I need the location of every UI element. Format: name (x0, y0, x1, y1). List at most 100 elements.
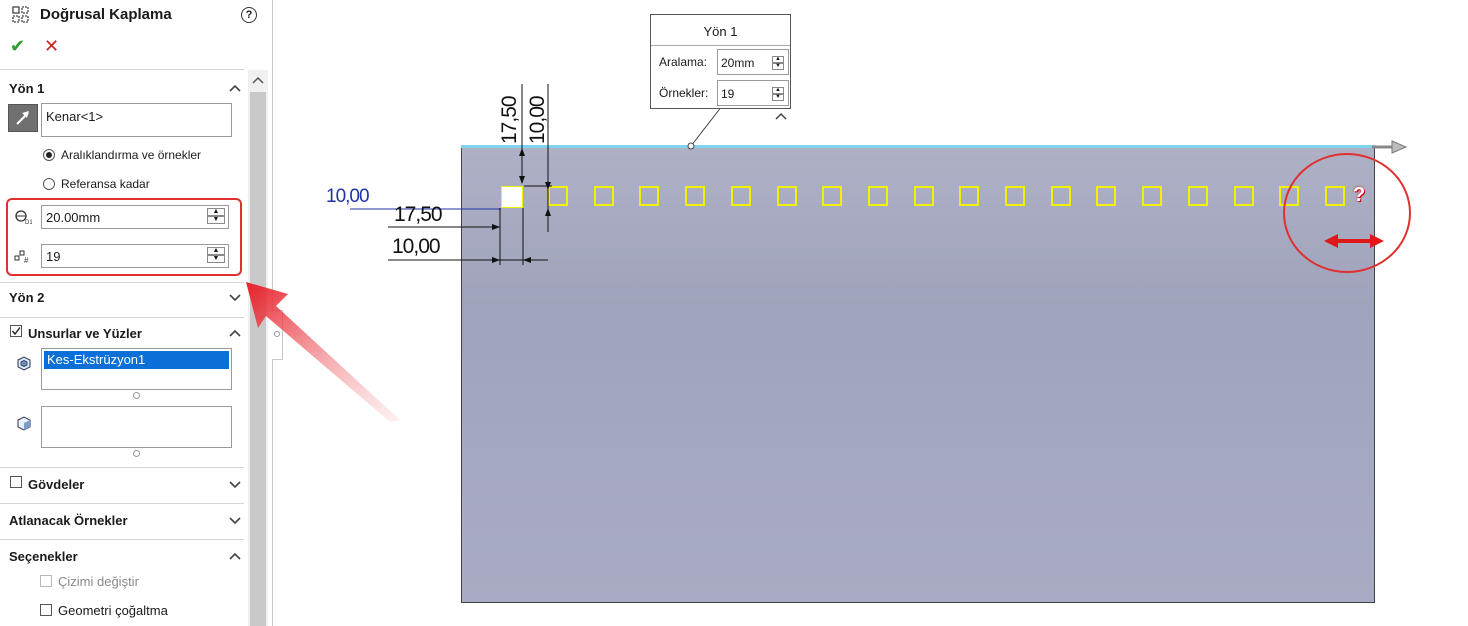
pattern-instance[interactable] (914, 186, 934, 206)
vary-sketch-checkbox[interactable] (40, 575, 52, 587)
expand-chevron-down-icon[interactable] (229, 479, 241, 489)
direction2-title: Yön 2 (9, 290, 45, 305)
collapse-chevron-up-icon[interactable] (229, 551, 241, 561)
resize-grip[interactable] (133, 392, 140, 399)
callout-spacing-label: Aralama: (659, 55, 708, 69)
pattern-instance[interactable] (639, 186, 659, 206)
pattern-instance[interactable] (1234, 186, 1254, 206)
callout-spacing-input[interactable]: 20mm ▲▼ (717, 49, 789, 75)
skip-title: Atlanacak Örnekler (9, 513, 128, 528)
callout-instances-input[interactable]: 19 ▲▼ (717, 80, 789, 106)
pattern-instance[interactable] (1051, 186, 1071, 206)
panel-title: Doğrusal Kaplama (40, 6, 172, 23)
callout-spacing-value: 20mm (721, 56, 755, 70)
scroll-up-icon[interactable] (252, 76, 264, 84)
pattern-instance[interactable] (822, 186, 842, 206)
list-item[interactable]: Kes-Ekstrüzyon1 (44, 351, 229, 369)
spacing-input[interactable]: 20.00mm ▲▼ (41, 205, 229, 229)
direction-arrow-icon[interactable] (1372, 138, 1408, 156)
instances-value: 19 (46, 249, 61, 264)
pattern-instance[interactable] (1188, 186, 1208, 206)
radio-up-to-reference[interactable] (43, 178, 55, 190)
property-manager-panel: Doğrusal Kaplama ? ✔ ✕ Yön 1 Kenar<1> Ar… (0, 0, 273, 626)
scrollbar-thumb[interactable] (250, 92, 266, 626)
expand-chevron-down-icon[interactable] (229, 515, 241, 525)
pattern-instance[interactable] (548, 186, 568, 206)
linear-pattern-icon (12, 6, 29, 23)
features-title: Unsurlar ve Yüzler (28, 326, 142, 341)
svg-text:D1: D1 (25, 220, 32, 225)
options-title: Seçenekler (9, 549, 78, 564)
ok-button[interactable]: ✔ (10, 36, 26, 56)
svg-text:#: # (24, 256, 29, 264)
pattern-instance[interactable] (594, 186, 614, 206)
resize-grip[interactable] (133, 450, 140, 457)
dim-vertical-1[interactable]: 17,50 (498, 96, 521, 144)
annotation-circle (1283, 153, 1411, 273)
part-plate[interactable] (461, 146, 1375, 603)
faces-to-pattern-icon (17, 416, 31, 431)
vary-sketch-label: Çizimi değiştir (58, 574, 139, 589)
selected-edge[interactable] (461, 145, 1375, 148)
pattern-instance[interactable] (731, 186, 751, 206)
expand-chevron-down-icon[interactable] (229, 292, 241, 302)
pattern-instance[interactable] (1096, 186, 1116, 206)
callout-collapse-chevron-icon[interactable] (775, 112, 787, 120)
direction1-title: Yön 1 (9, 81, 45, 96)
radio-reference-label: Referansa kadar (61, 177, 150, 191)
callout-instances-value: 19 (721, 87, 735, 101)
splitter-grip (274, 331, 280, 337)
callout-instances-label: Örnekler: (659, 86, 709, 100)
panel-scrollbar[interactable] (248, 70, 268, 626)
help-icon[interactable]: ? (241, 7, 257, 23)
collapse-chevron-up-icon[interactable] (229, 83, 241, 93)
pattern-instance[interactable] (777, 186, 797, 206)
direction-edge-field[interactable]: Kenar<1> (41, 103, 232, 137)
divider (0, 282, 244, 283)
pattern-instance[interactable] (1142, 186, 1162, 206)
pattern-instance[interactable] (868, 186, 888, 206)
bodies-title: Gövdeler (28, 477, 85, 492)
bodies-checkbox[interactable] (10, 476, 22, 488)
spacing-spinner[interactable]: ▲▼ (207, 208, 225, 226)
spacing-icon: D1 (15, 210, 32, 225)
callout-spacing-spinner[interactable]: ▲▼ (772, 56, 784, 70)
callout-title: Yön 1 (703, 24, 738, 39)
geometry-pattern-label: Geometri çoğaltma (58, 603, 168, 618)
direction-callout: Yön 1 Aralama: 20mm ▲▼ Örnekler: 19 ▲▼ (650, 14, 791, 109)
divider (0, 539, 244, 540)
features-list[interactable]: Kes-Ekstrüzyon1 (41, 348, 232, 390)
geometry-pattern-checkbox[interactable] (40, 604, 52, 616)
spacing-value: 20.00mm (46, 210, 101, 225)
divider (0, 503, 244, 504)
reverse-direction-icon (16, 111, 29, 125)
annotation-arrow-icon (246, 282, 400, 422)
divider (0, 467, 244, 468)
radio-spacing-instances[interactable] (43, 149, 55, 161)
callout-instances-spinner[interactable]: ▲▼ (772, 87, 784, 101)
divider (651, 45, 790, 46)
seed-feature[interactable] (501, 186, 523, 208)
checkmark-icon (11, 327, 21, 336)
dim-vertical-2[interactable]: 10,00 (526, 96, 549, 144)
faces-list[interactable] (41, 406, 232, 448)
pattern-instance[interactable] (959, 186, 979, 206)
radio-spacing-label: Aralıklandırma ve örnekler (61, 148, 202, 162)
dim-horizontal-2[interactable]: 10,00 (392, 235, 441, 258)
instances-input[interactable]: 19 ▲▼ (41, 244, 229, 268)
dim-horizontal-blue[interactable]: 10,00 (326, 186, 370, 207)
cancel-button[interactable]: ✕ (44, 36, 60, 56)
direction-reverse-button[interactable] (8, 104, 38, 132)
pattern-instance[interactable] (685, 186, 705, 206)
collapse-chevron-up-icon[interactable] (229, 328, 241, 338)
features-to-pattern-icon (17, 356, 31, 371)
instances-icon: # (14, 250, 29, 264)
divider (0, 69, 244, 70)
divider (0, 317, 244, 318)
highlight-box (6, 198, 242, 276)
pattern-instance[interactable] (1005, 186, 1025, 206)
features-checkbox[interactable] (10, 325, 22, 337)
dim-horizontal-1[interactable]: 17,50 (394, 203, 443, 226)
instances-spinner[interactable]: ▲▼ (207, 247, 225, 265)
